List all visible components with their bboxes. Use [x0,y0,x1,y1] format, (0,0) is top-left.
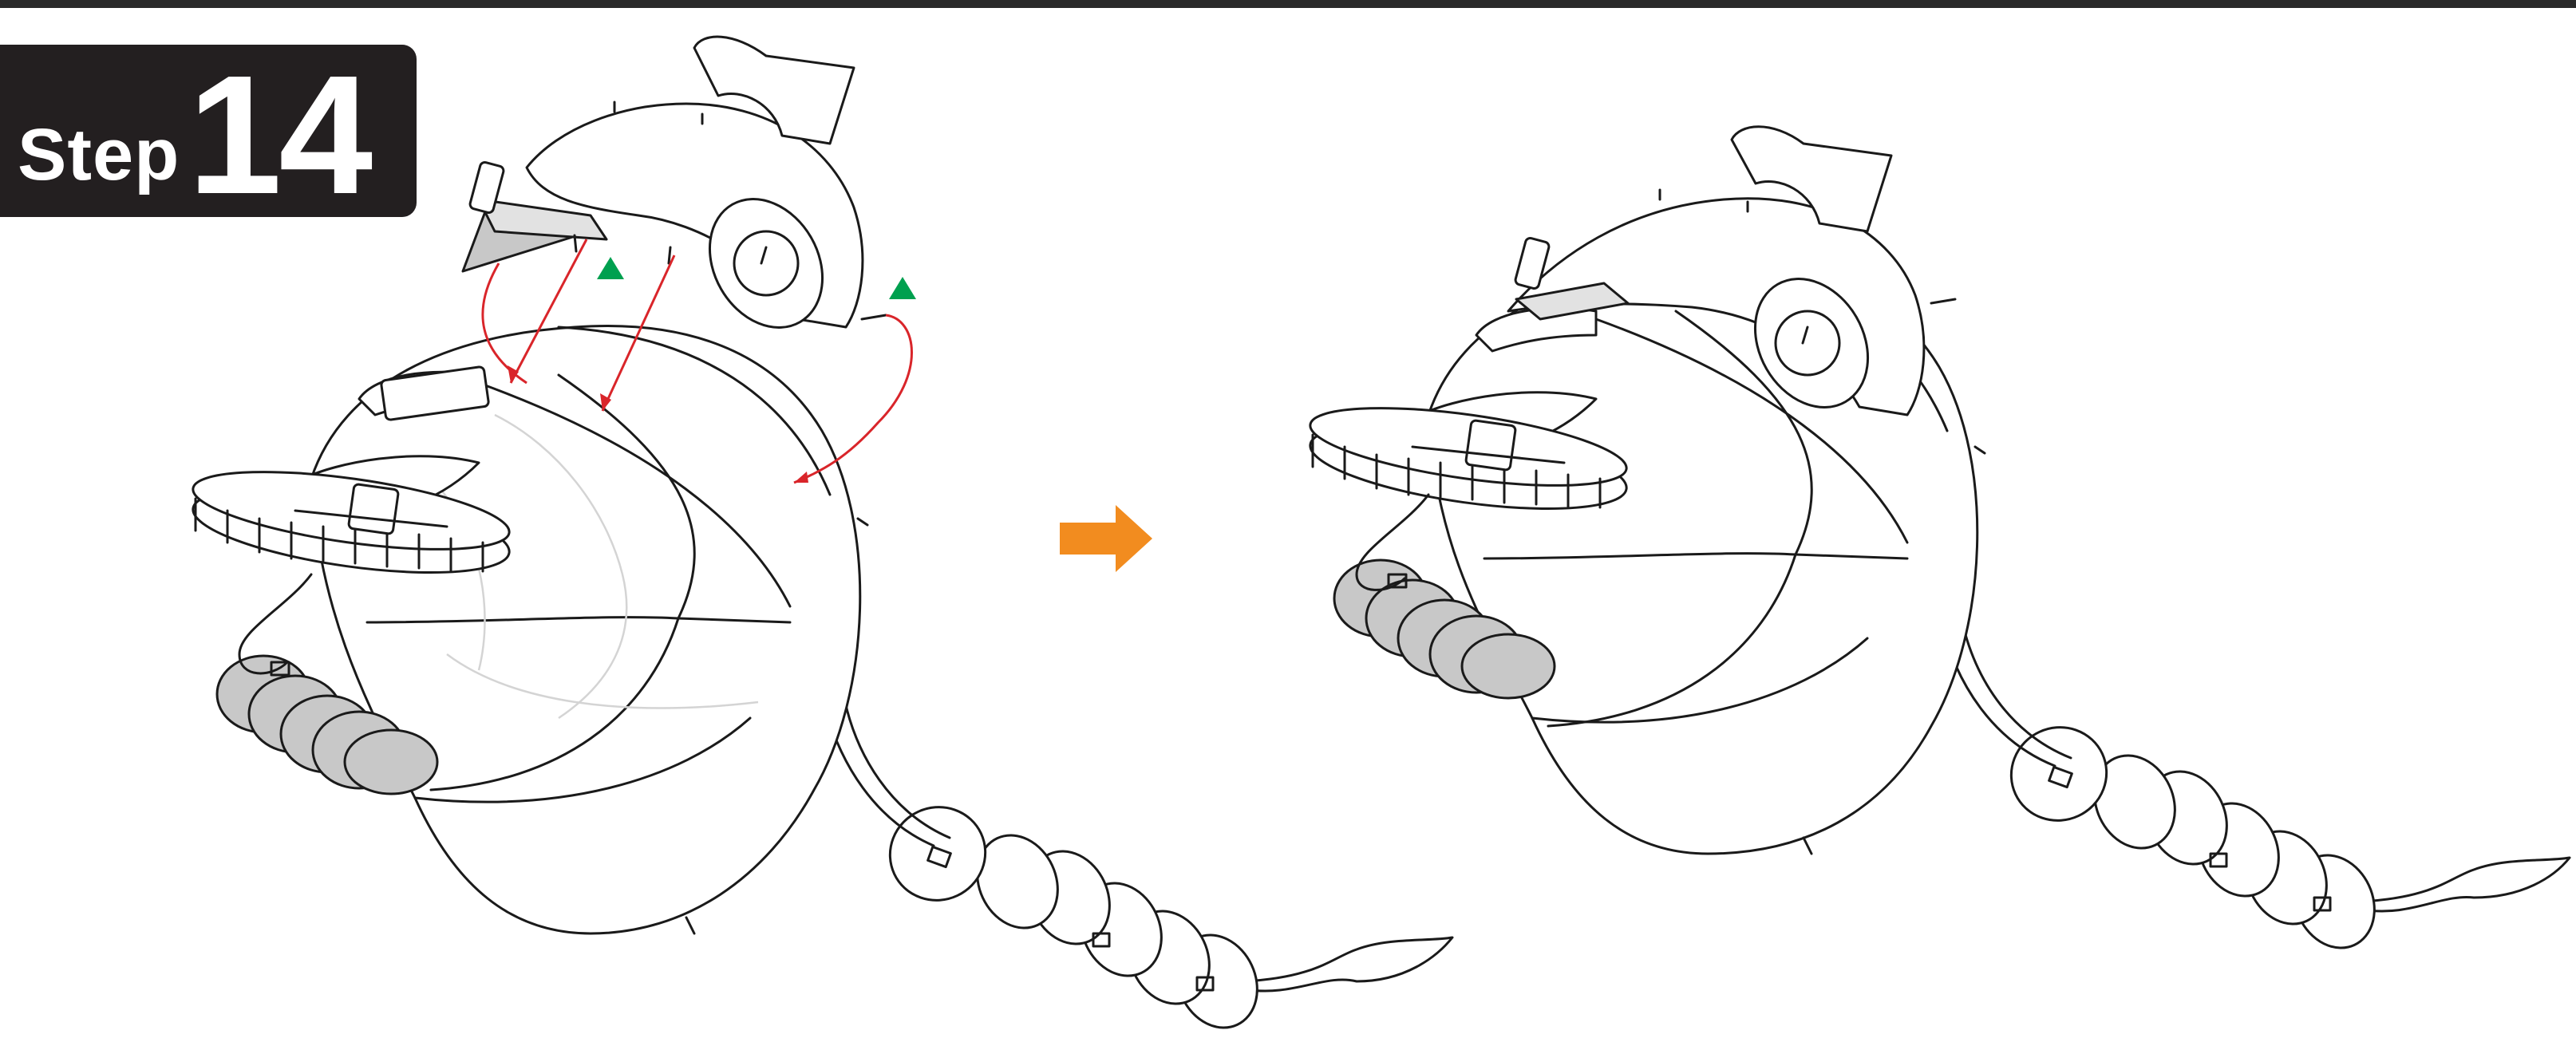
green-triangle-icon [889,277,916,299]
illustration-before [188,37,1452,1038]
head-before [463,37,886,348]
orange-right-arrow-icon [1060,505,1152,572]
tail-coins-after [1996,712,2570,961]
tail-coins-before [875,791,1452,1038]
green-triangle-icon [597,257,624,279]
illustration-after [1306,127,2570,961]
